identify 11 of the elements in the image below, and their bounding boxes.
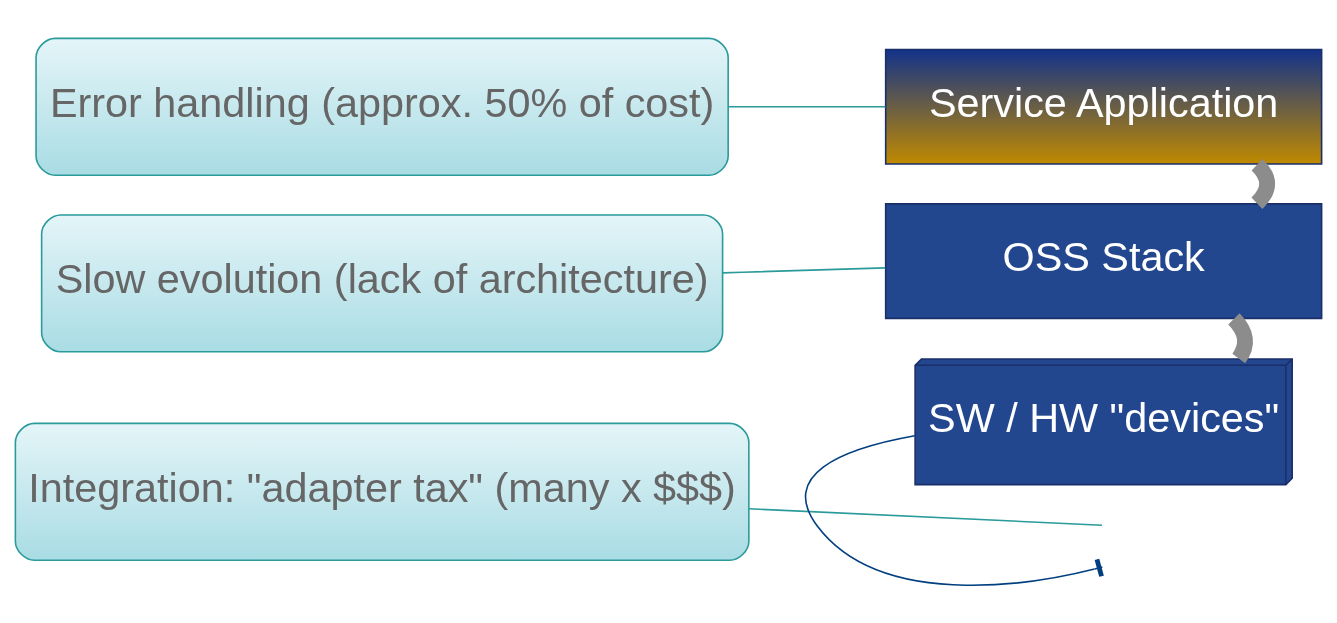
connector	[805, 434, 1104, 586]
connector	[748, 507, 1103, 526]
connector	[1251, 158, 1275, 209]
connector	[727, 105, 887, 108]
connector	[722, 266, 886, 274]
node-box: OSS Stack	[884, 202, 1323, 319]
connector	[1228, 313, 1253, 363]
node-box: Slow evolution (lack of architecture)	[40, 213, 724, 353]
node-box: Integration: "adapter tax" (many x $$$)	[14, 422, 750, 561]
node-box: Error handling (approx. 50% of cost)	[35, 37, 729, 176]
node-box: Service Application	[884, 48, 1323, 165]
